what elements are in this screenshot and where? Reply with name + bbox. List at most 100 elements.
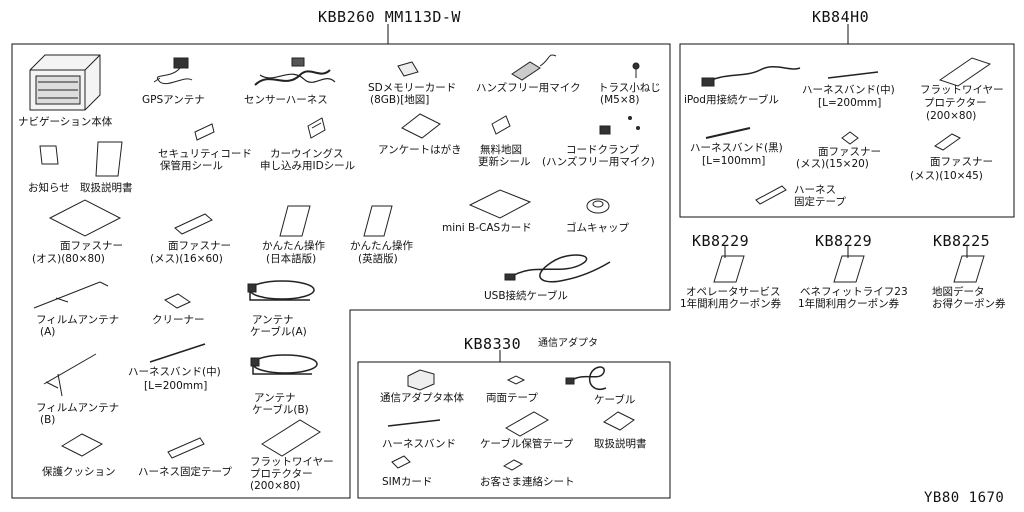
kb84h0-harness-band-black-icon xyxy=(705,127,751,139)
fastener-female-icon xyxy=(174,213,213,235)
kb84h0-fastener-a-icon xyxy=(841,131,859,145)
label-carwings-2: 申し込み用IDシール xyxy=(260,160,356,172)
survey-card-icon xyxy=(401,113,441,139)
kb8229b-header: KB8229 xyxy=(815,232,873,250)
main-frame xyxy=(11,43,671,499)
label-antenna-cable-a-1: アンテナ xyxy=(252,314,294,326)
label-harness-band-1: ハーネスバンド(中) xyxy=(128,366,221,378)
label-contact-sheet: お客さま連絡シート xyxy=(480,476,575,488)
label-adapter-cable: ケーブル xyxy=(594,394,636,406)
usb-cable-icon xyxy=(504,254,611,283)
label-cleaner: クリーナー xyxy=(152,314,205,326)
label-protective-cushion: 保護クッション xyxy=(42,466,116,478)
kb8330-subheader: 通信アダプタ xyxy=(538,338,598,349)
label-ipod-cable: iPod用接続ケーブル xyxy=(684,94,779,106)
label-usb-cable: USB接続ケーブル xyxy=(484,290,568,302)
map-coupon-icon xyxy=(953,255,985,283)
minib-cas-card-icon xyxy=(468,189,532,219)
label-harness-tape: ハーネス固定テープ xyxy=(138,466,232,478)
label-sim-card: SIMカード xyxy=(382,476,433,488)
label-antenna-cable-a-2: ケーブル(A) xyxy=(250,326,307,338)
adapter-body-icon xyxy=(407,369,435,391)
label-kb84h0-band-black-2: [L=100mm] xyxy=(702,155,766,167)
label-quick-guide-en-2: (英語版) xyxy=(358,253,398,265)
label-carwings-1: カーウイングス xyxy=(270,148,344,160)
antenna-cable-a-icon xyxy=(247,280,315,301)
label-film-antenna-a-1: フィルムアンテナ xyxy=(36,314,120,326)
label-quick-guide-jp-1: かんたん操作 xyxy=(262,240,325,252)
label-fastener-female-1: 面ファスナー xyxy=(168,240,231,252)
label-double-tape: 両面テープ xyxy=(486,392,538,404)
kb84h0-header: KB84H0 xyxy=(812,8,870,26)
adapter-harness-band-icon xyxy=(387,419,441,427)
label-kb84h0-band-black-1: ハーネスバンド(黒) xyxy=(690,142,783,154)
label-kb84h0-fastener-a-2: (メス)(15×20) xyxy=(796,158,869,170)
security-seal-icon xyxy=(194,123,215,141)
label-film-antenna-a-2: (A) xyxy=(40,326,56,338)
label-sd-card-2: (8GB)[地図] xyxy=(370,94,430,106)
notice-sheet-icon xyxy=(39,145,59,165)
label-antenna-cable-b-1: アンテナ xyxy=(254,392,296,404)
harness-band-icon xyxy=(149,343,206,363)
label-quick-guide-jp-2: (日本語版) xyxy=(266,253,317,265)
kb8330-frame xyxy=(357,361,671,499)
label-quick-guide-en-1: かんたん操作 xyxy=(350,240,413,252)
truss-screw-icon xyxy=(632,62,640,78)
gps-antenna-icon xyxy=(153,57,193,85)
label-kb84h0-fastener-b-1: 面ファスナー xyxy=(930,156,993,168)
label-sensor-harness: センサーハーネス xyxy=(244,94,328,106)
film-antenna-b-icon xyxy=(43,353,97,397)
label-fastener-female-2: (メス)(16×60) xyxy=(150,253,223,265)
label-rubber-cap: ゴムキャップ xyxy=(566,222,629,234)
rubber-cap-icon xyxy=(586,198,610,214)
label-map-coupon-1: 地図データ xyxy=(932,286,985,298)
label-fastener-male-2: (オス)(80×80) xyxy=(32,253,105,265)
label-survey-card: アンケートはがき xyxy=(378,144,462,156)
label-antenna-cable-b-2: ケーブル(B) xyxy=(252,404,309,416)
label-security-code-2: 保管用シール xyxy=(160,160,223,172)
label-flat-wire-2: プロテクター xyxy=(250,468,313,480)
label-navigation-unit: ナビゲーション本体 xyxy=(18,116,113,128)
contact-sheet-icon xyxy=(502,459,524,471)
label-free-map-1: 無料地図 xyxy=(480,144,522,156)
antenna-cable-b-icon xyxy=(250,354,318,375)
sensor-harness-icon xyxy=(254,57,336,86)
benefit-coupon-icon xyxy=(833,255,865,283)
label-adapter-harness-band: ハーネスバンド xyxy=(382,438,457,450)
label-cable-storage-tape: ケーブル保管テープ xyxy=(480,438,574,450)
adapter-cable-icon xyxy=(565,366,607,390)
kb8225-header: KB8225 xyxy=(933,232,991,250)
kb84h0-frame xyxy=(679,43,1015,218)
manual-icon xyxy=(95,141,123,177)
main-kit-header: KBB260 MM113D-W xyxy=(318,8,461,26)
sim-card-icon xyxy=(391,455,411,469)
flat-wire-protector-icon xyxy=(261,419,321,457)
label-cord-clamp-2: (ハンズフリー用マイク) xyxy=(542,156,655,168)
label-map-coupon-2: お得クーポン券 xyxy=(932,298,1006,310)
label-harness-band-2: [L=200mm] xyxy=(144,380,208,392)
navigation-unit-icon xyxy=(29,54,101,111)
label-security-code-1: セキュリティコード xyxy=(158,148,252,160)
kb84h0-flat-wire-icon xyxy=(938,57,992,87)
label-flat-wire-3: (200×80) xyxy=(250,480,301,492)
protective-cushion-icon xyxy=(60,433,104,457)
label-benefit-coupon-2: 1年間利用クーポン券 xyxy=(798,298,900,310)
label-gps-antenna: GPSアンテナ xyxy=(142,94,205,106)
label-operator-coupon-1: オペレータサービス xyxy=(686,286,781,298)
label-kb84h0-flat-wire-2: プロテクター xyxy=(924,97,987,109)
label-kb84h0-flat-wire-3: (200×80) xyxy=(926,110,977,122)
cleaner-icon xyxy=(163,293,192,309)
kb8229a-header: KB8229 xyxy=(692,232,750,250)
film-antenna-a-icon xyxy=(33,281,109,309)
label-free-map-2: 更新シール xyxy=(478,156,531,168)
label-truss-screw-2: (M5×8) xyxy=(600,94,640,106)
figure-code: YB80 1670 xyxy=(924,490,1005,506)
label-adapter-body: 通信アダプタ本体 xyxy=(380,392,464,404)
label-kb84h0-harness-tape-2: 固定テープ xyxy=(794,196,846,208)
label-film-antenna-b-2: (B) xyxy=(40,414,56,426)
cord-clamp-icon xyxy=(599,116,640,135)
label-kb84h0-band-mid-1: ハーネスバンド(中) xyxy=(802,84,895,96)
label-minib-cas: mini B-CASカード xyxy=(442,222,532,234)
label-fastener-male-1: 面ファスナー xyxy=(60,240,123,252)
label-flat-wire-1: フラットワイヤー xyxy=(250,456,334,468)
